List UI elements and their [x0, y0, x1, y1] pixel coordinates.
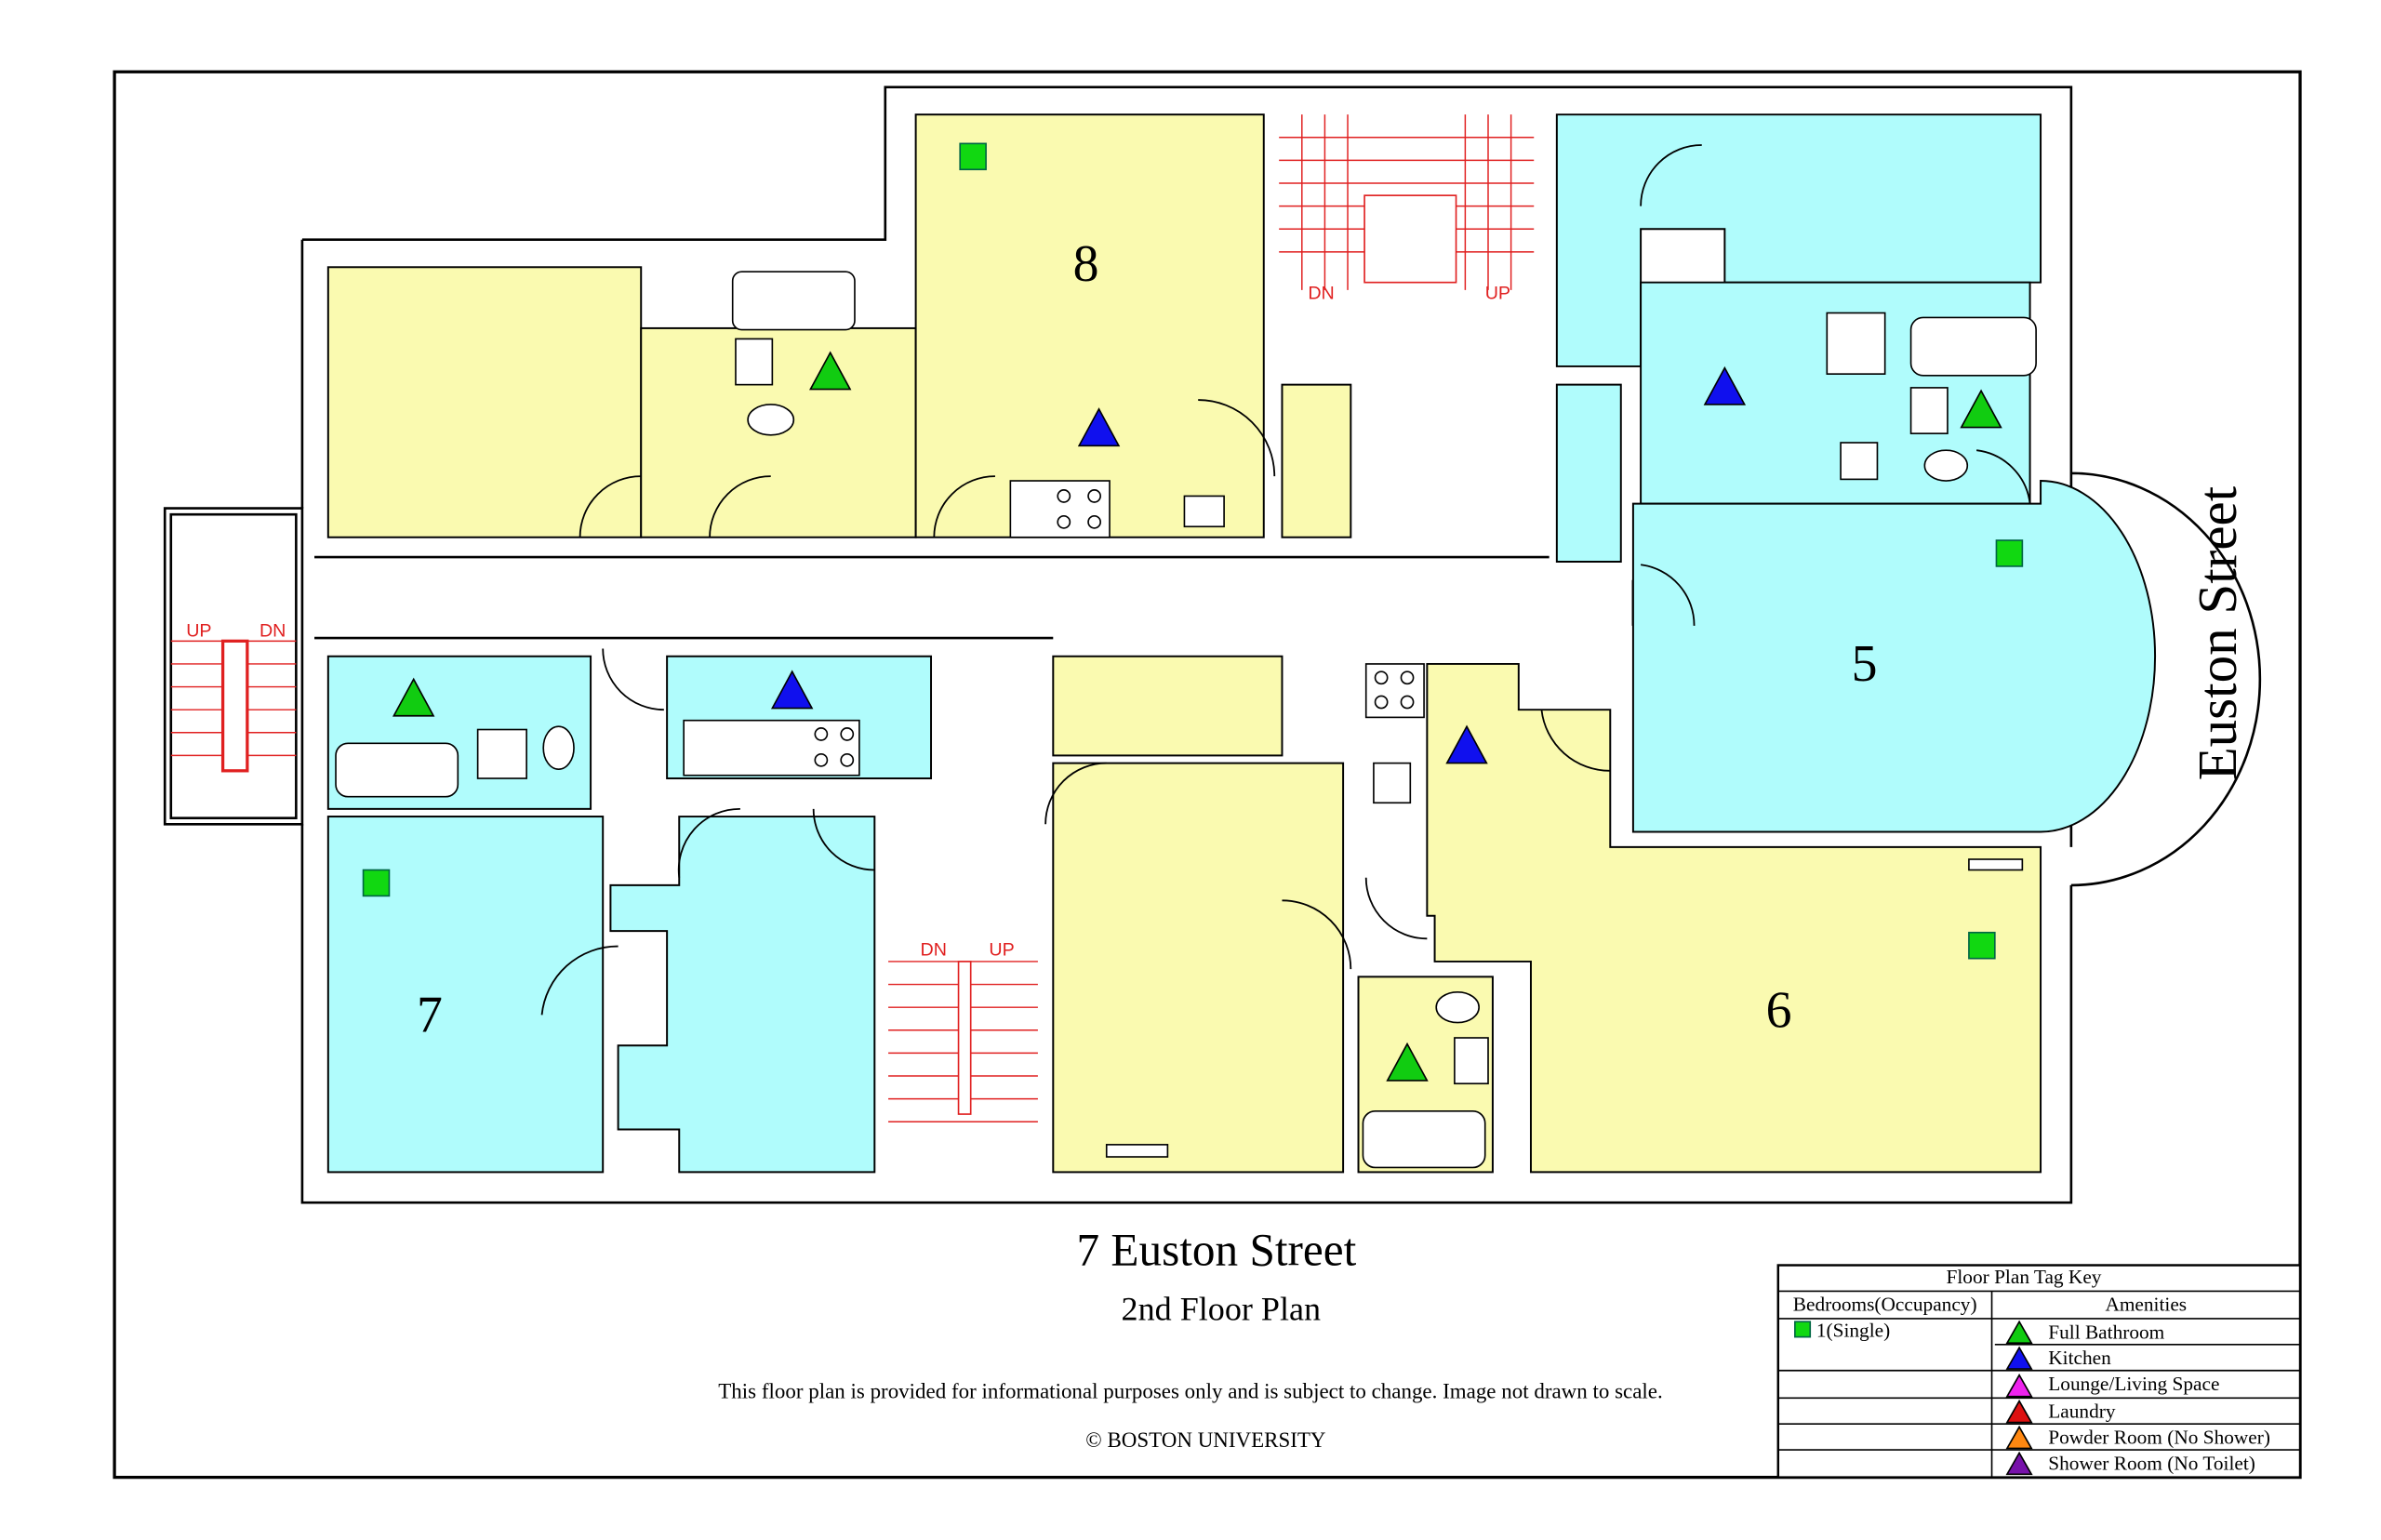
blue-triangle-icon — [2005, 1346, 2033, 1370]
stair-bottom: DN UP — [888, 939, 1038, 1122]
stair-dn-label: DN — [1308, 284, 1334, 304]
unit-label-5: 5 — [1852, 635, 1878, 693]
kitchen-tag — [1445, 724, 1488, 764]
full-bathroom-tag — [1960, 389, 2002, 429]
legend-kitchen: Kitchen — [2048, 1347, 2111, 1369]
bedroom-single-tag — [1968, 931, 1996, 960]
building-outline — [300, 86, 2262, 1204]
bedroom-single-tag — [1995, 539, 2024, 567]
street-label: Euston Street — [2187, 485, 2248, 780]
unit-7: 7 — [326, 648, 933, 1174]
legend-lounge: Lounge/Living Space — [2048, 1373, 2219, 1395]
legend-title: Floor Plan Tag Key — [1947, 1266, 2102, 1288]
green-triangle-icon — [2005, 1320, 2033, 1345]
legend-bedroom-single: 1(Single) — [1816, 1320, 1890, 1342]
stair-up-label: UP — [989, 939, 1014, 960]
unit-8: 8 — [326, 113, 1352, 538]
unit-label-6: 6 — [1766, 982, 1792, 1040]
unit-label-7: 7 — [417, 986, 443, 1043]
full-bathroom-tag — [392, 677, 435, 717]
unit-label-8: 8 — [1073, 235, 1099, 293]
stair-up-label: UP — [1485, 284, 1510, 304]
legend-col-amenities: Amenities — [2105, 1294, 2187, 1316]
unit-5: 5 — [1555, 113, 2157, 833]
legend-col-bedrooms: Bedrooms(Occupancy) — [1793, 1294, 1977, 1316]
disclaimer: This floor plan is provided for informat… — [718, 1379, 1662, 1402]
stair-dn-label: DN — [921, 939, 947, 960]
plan-subtitle: 2nd Floor Plan — [1122, 1291, 1322, 1328]
bedroom-single-tag — [959, 142, 987, 171]
amenity-tags — [392, 351, 2002, 1082]
full-bathroom-tag — [1386, 1042, 1429, 1082]
legend-full-bathroom: Full Bathroom — [2048, 1321, 2164, 1343]
bedroom-single-tag — [362, 869, 391, 897]
stair-up-label: UP — [186, 620, 211, 641]
stair-rear: UP DN — [170, 620, 297, 773]
purple-triangle-icon — [2005, 1451, 2033, 1476]
corridor — [314, 555, 1635, 640]
stair-top: DN UP — [1279, 114, 1535, 304]
red-triangle-icon — [2005, 1399, 2033, 1424]
legend-powder-room: Powder Room (No Shower) — [2048, 1427, 2270, 1449]
plan-title: 7 Euston Street — [1077, 1225, 1357, 1276]
page-border — [113, 70, 2302, 1480]
legend: Floor Plan Tag Key Bedrooms(Occupancy) A… — [1776, 1264, 2302, 1479]
kitchen-tag — [1703, 365, 1747, 405]
copyright: © BOSTON UNIVERSITY — [1085, 1428, 1325, 1452]
kitchen-tag — [1077, 407, 1121, 447]
rear-stair-landing — [163, 507, 304, 826]
unit-6: 6 — [1044, 655, 2042, 1174]
full-bathroom-tag — [809, 351, 852, 391]
kitchen-tag — [770, 670, 814, 710]
stair-dn-label: DN — [259, 620, 286, 641]
legend-shower-room: Shower Room (No Toilet) — [2048, 1452, 2255, 1474]
legend-laundry: Laundry — [2048, 1401, 2116, 1423]
orange-triangle-icon — [2005, 1425, 2033, 1450]
magenta-triangle-icon — [2005, 1374, 2033, 1398]
green-square-icon — [1794, 1321, 1812, 1338]
bedroom-tags — [362, 142, 2024, 960]
